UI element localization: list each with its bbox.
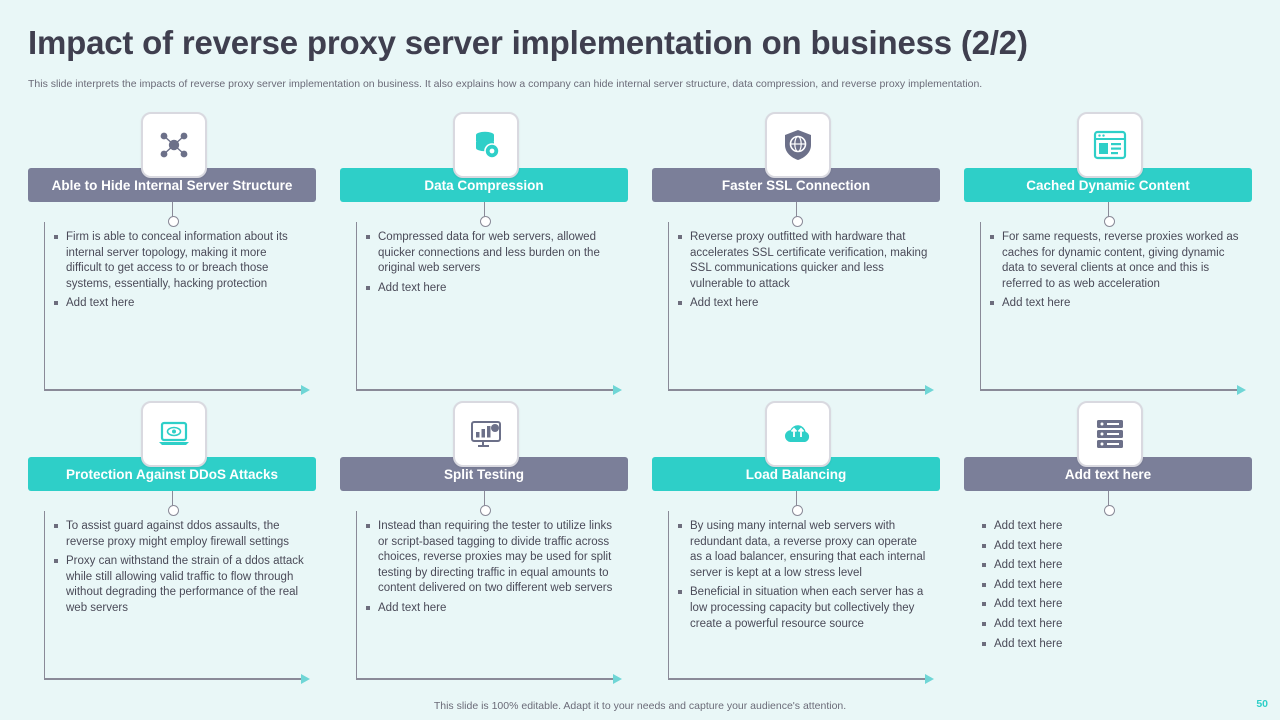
connector-dot <box>168 216 179 227</box>
list-item: Beneficial in situation when each server… <box>676 585 928 632</box>
arrow-head-icon <box>925 385 934 395</box>
list-item: Reverse proxy outfitted with hardware th… <box>676 230 928 292</box>
list-item: Firm is able to conceal information abou… <box>52 230 304 292</box>
card-body-bottom-line <box>44 389 302 391</box>
list-item: Add text here <box>364 601 616 617</box>
page-title: Impact of reverse proxy server implement… <box>28 24 1028 61</box>
card-body-bottom-line <box>356 678 614 680</box>
card-body-left-rail <box>44 222 45 390</box>
connector-stem <box>484 202 485 218</box>
card-bullet-list: By using many internal web servers with … <box>676 519 928 636</box>
card-body-left-rail <box>980 222 981 390</box>
cloud-upload-icon <box>765 401 831 467</box>
connector-stem <box>172 202 173 218</box>
card-body-bottom-line <box>980 389 1238 391</box>
card-bullet-list: Instead than requiring the tester to uti… <box>364 519 616 621</box>
shield-globe-icon <box>765 112 831 178</box>
list-item: Add text here <box>676 296 928 312</box>
connector-dot <box>1104 505 1115 516</box>
card-body-bottom-line <box>356 389 614 391</box>
connector-stem <box>796 491 797 507</box>
connector-stem <box>796 202 797 218</box>
connector-dot <box>480 505 491 516</box>
card-bullet-list: Add text here Add text here Add text her… <box>980 519 1232 656</box>
arrow-head-icon <box>1237 385 1246 395</box>
arrow-head-icon <box>613 385 622 395</box>
page-subtitle: This slide interprets the impacts of rev… <box>28 78 983 90</box>
list-item: For same requests, reverse proxies worke… <box>988 230 1240 292</box>
list-item: Compressed data for web servers, allowed… <box>364 230 616 277</box>
arrow-head-icon <box>925 674 934 684</box>
connector-stem <box>172 491 173 507</box>
list-item: Add text here <box>980 617 1232 633</box>
monitor-chart-icon <box>453 401 519 467</box>
connector-stem <box>1108 202 1109 218</box>
connector-dot <box>792 216 803 227</box>
arrow-head-icon <box>301 385 310 395</box>
list-item: Add text here <box>980 637 1232 653</box>
connector-dot <box>168 505 179 516</box>
connector-stem <box>1108 491 1109 507</box>
card-title-bar: Load Balancing <box>652 457 940 491</box>
card-body-bottom-line <box>668 678 926 680</box>
list-item: To assist guard against ddos assaults, t… <box>52 519 304 550</box>
connector-dot <box>1104 216 1115 227</box>
card-body-bottom-line <box>44 678 302 680</box>
card-bullet-list: For same requests, reverse proxies worke… <box>988 230 1240 316</box>
list-item: Add text here <box>980 578 1232 594</box>
list-item: Add text here <box>980 539 1232 555</box>
list-item: Add text here <box>988 296 1240 312</box>
list-item: By using many internal web servers with … <box>676 519 928 581</box>
connector-dot <box>480 216 491 227</box>
list-item: Add text here <box>980 597 1232 613</box>
browser-window-icon <box>1077 112 1143 178</box>
page-number: 50 <box>1256 698 1268 710</box>
server-stack-icon <box>1077 401 1143 467</box>
list-item: Add text here <box>980 519 1232 535</box>
card-bullet-list: Compressed data for web servers, allowed… <box>364 230 616 300</box>
list-item: Instead than requiring the tester to uti… <box>364 519 616 597</box>
arrow-head-icon <box>613 674 622 684</box>
card-body-left-rail <box>44 511 45 679</box>
list-item: Proxy can withstand the strain of a ddos… <box>52 554 304 616</box>
card-bullet-list: Reverse proxy outfitted with hardware th… <box>676 230 928 316</box>
arrow-head-icon <box>301 674 310 684</box>
card-body-left-rail <box>356 511 357 679</box>
card-body-left-rail <box>356 222 357 390</box>
card-body-bottom-line <box>668 389 926 391</box>
footer-note: This slide is 100% editable. Adapt it to… <box>433 700 847 712</box>
list-item: Add text here <box>52 296 304 312</box>
list-item: Add text here <box>364 281 616 297</box>
card-bullet-list: Firm is able to conceal information abou… <box>52 230 304 316</box>
network-nodes-icon <box>141 112 207 178</box>
laptop-eye-icon <box>141 401 207 467</box>
connector-stem <box>484 491 485 507</box>
card-body-left-rail <box>668 511 669 679</box>
list-item: Add text here <box>980 558 1232 574</box>
connector-dot <box>792 505 803 516</box>
database-gear-icon <box>453 112 519 178</box>
card-body-left-rail <box>668 222 669 390</box>
card-bullet-list: To assist guard against ddos assaults, t… <box>52 519 304 621</box>
